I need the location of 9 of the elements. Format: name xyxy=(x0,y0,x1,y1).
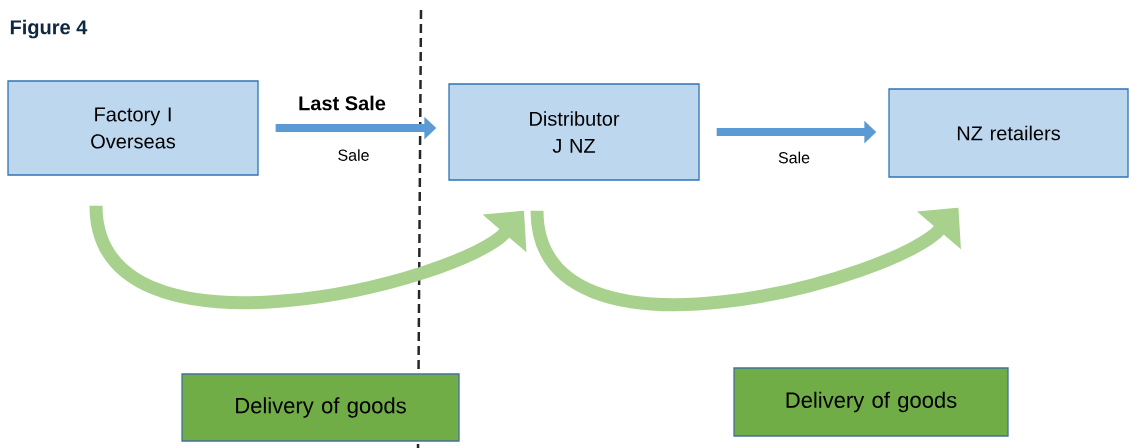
edge-label: Sale xyxy=(336,148,371,162)
process-box: NZ retailers xyxy=(888,88,1129,178)
process-box: Factory I Overseas xyxy=(7,80,259,176)
arrow-caption: Last Sale xyxy=(299,95,386,111)
delivery-box: Delivery of goods xyxy=(181,373,460,442)
edge-label: Sale xyxy=(777,150,811,165)
process-box: Distributor J NZ xyxy=(448,83,700,181)
figure-title: Figure 4 xyxy=(10,19,88,39)
delivery-box: Delivery of goods xyxy=(733,367,1009,437)
